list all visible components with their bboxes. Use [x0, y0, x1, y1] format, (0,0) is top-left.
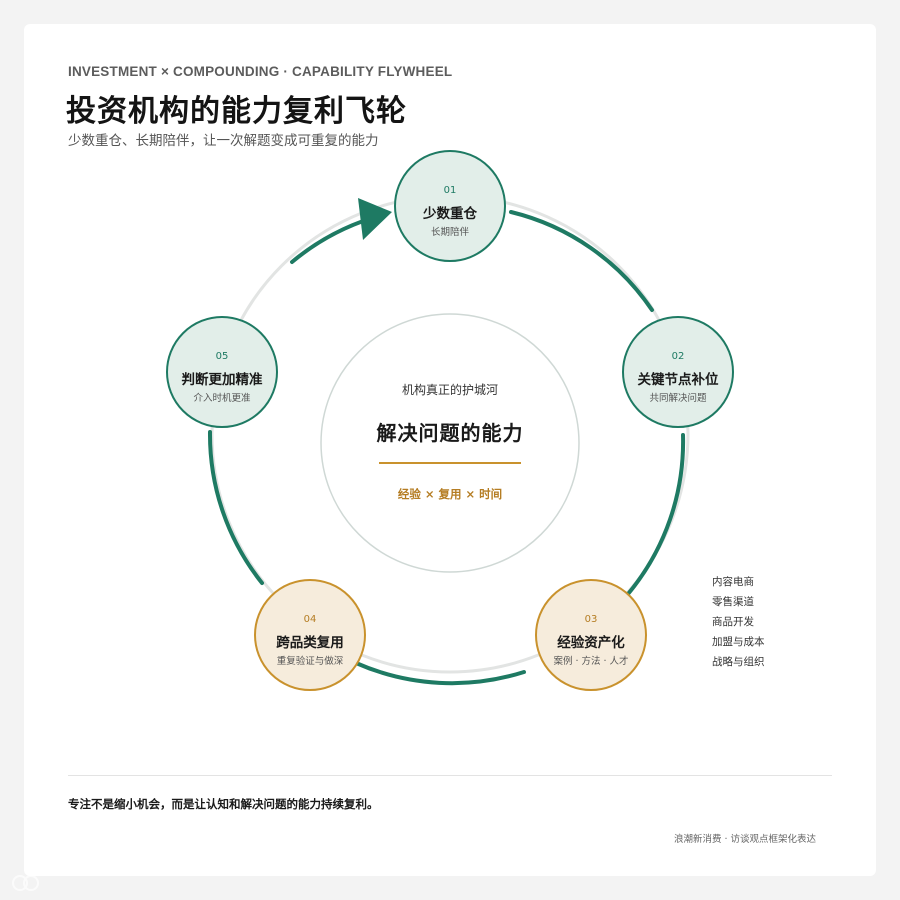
flywheel-arc-02-03: [626, 433, 686, 596]
footer-credit: 浪潮新消费 · 访谈观点框架化表达: [673, 834, 816, 845]
node-number: 05: [215, 351, 229, 362]
watermark-logo: [12, 875, 39, 891]
center-kicker: 机构真正的护城河: [401, 383, 498, 397]
capability-list: 内容电商 零售渠道 商品开发 加盟与成本 战略与组织: [712, 572, 765, 672]
node-label: 少数重仓: [423, 206, 477, 222]
center-title: 解决问题的能力: [376, 421, 524, 445]
node-03-experience-assets: 03 经验资产化 案例 · 方法 · 人才: [535, 579, 647, 691]
capability-list-item: 战略与组织: [712, 656, 765, 668]
capability-list-item: 内容电商: [712, 576, 754, 588]
flywheel-arc-04-05: [207, 430, 264, 585]
node-sublabel: 案例 · 方法 · 人才: [553, 656, 629, 667]
footer-divider: [68, 775, 832, 776]
flywheel-arc-05-01: [290, 216, 374, 264]
node-sublabel: 重复验证与做深: [276, 656, 344, 667]
node-number: 01: [443, 185, 457, 196]
page-title: 投资机构的能力复利飞轮: [66, 94, 407, 129]
node-02-key-support: 02 关键节点补位 共同解决问题: [622, 316, 734, 428]
node-sublabel: 共同解决问题: [649, 393, 707, 404]
node-sublabel: 长期陪伴: [430, 227, 469, 238]
capability-list-item: 商品开发: [712, 616, 754, 628]
node-number: 02: [671, 351, 685, 362]
node-label: 跨品类复用: [276, 635, 344, 651]
node-label: 经验资产化: [557, 635, 625, 651]
node-label: 关键节点补位: [637, 372, 719, 388]
flywheel-arc-03-04: [354, 661, 526, 686]
capability-list-item: 加盟与成本: [712, 636, 765, 648]
footer-takeaway: 专注不是缩小机会，而是让认知和解决问题的能力持续复利。: [68, 797, 379, 811]
flywheel-arc-01-02: [509, 210, 654, 312]
page-subtitle: 少数重仓、长期陪伴，让一次解题变成可重复的能力: [68, 133, 379, 149]
node-sublabel: 介入时机更准: [193, 393, 251, 404]
node-number: 04: [303, 614, 317, 625]
center-circle: [320, 313, 580, 573]
capability-list-item: 零售渠道: [712, 596, 754, 608]
node-01-concentrated-bets: 01 少数重仓 长期陪伴: [394, 150, 506, 262]
center-divider: [379, 462, 521, 464]
node-04-cross-category-reuse: 04 跨品类复用 重复验证与做深: [254, 579, 366, 691]
flow-arrow-icon: [358, 198, 392, 240]
eyebrow-label: INVESTMENT × COMPOUNDING · CAPABILITY FL…: [68, 64, 453, 79]
center-formula: 经验 × 复用 × 时间: [397, 487, 503, 501]
node-label: 判断更加精准: [181, 372, 263, 388]
node-number: 03: [584, 614, 598, 625]
node-05-sharper-judgment: 05 判断更加精准 介入时机更准: [166, 316, 278, 428]
